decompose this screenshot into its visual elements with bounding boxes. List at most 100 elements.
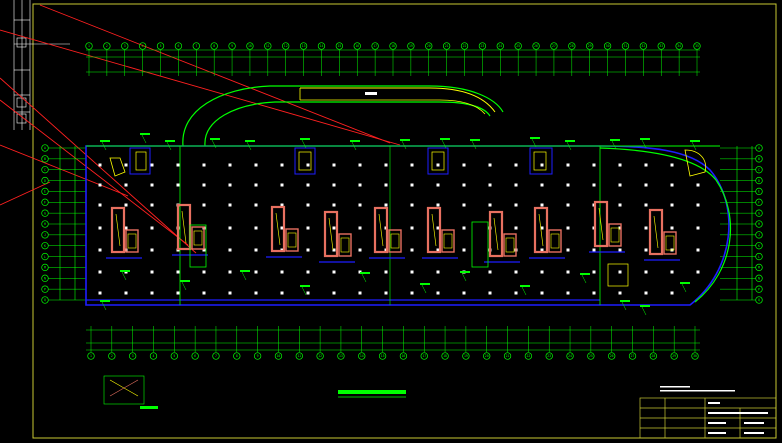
bottom-axis-bubble: 21 [503, 352, 512, 360]
bottom-axis-bubble: 19 [462, 352, 470, 360]
left-axis-bubble-label: J [44, 233, 46, 237]
column [696, 183, 700, 187]
column [202, 270, 206, 274]
left-axis-bubble: H [41, 220, 49, 228]
top-axis-bubble: 8 [210, 42, 218, 50]
bottom-axis-bubble: 7 [212, 352, 220, 360]
top-axis-bubble-label: 3 [124, 44, 126, 48]
right-axis-bubble: A [755, 144, 763, 152]
column [644, 291, 648, 295]
stair-core [422, 206, 458, 259]
column [462, 183, 466, 187]
left-axis-bubble: L [41, 252, 49, 261]
column [254, 226, 258, 230]
column [150, 163, 154, 167]
right-axis-bubble: G [755, 209, 763, 217]
right-axis-bubble: F [755, 198, 763, 206]
left-axis-bubble-label: C [44, 168, 46, 172]
bottom-axis-bubble: 11 [295, 352, 303, 360]
column [254, 248, 258, 252]
right-axis-bubble: L [755, 252, 763, 261]
column [280, 226, 284, 230]
bottom-axis-bubble-label: 24 [568, 354, 572, 358]
column [514, 270, 518, 274]
curved-ramp [182, 85, 504, 147]
top-axis-bubble-label: 24 [498, 44, 502, 48]
top-axis-bubble-label: 13 [302, 44, 306, 48]
bottom-axis-bubble-label: 20 [485, 354, 489, 358]
right-axis-bubble-label: K [758, 244, 760, 248]
annotation-tag [140, 133, 150, 144]
top-axis-bubble: 26 [532, 42, 540, 50]
top-axis-bubble: 6 [174, 42, 183, 50]
bottom-axis-bubble: 10 [274, 352, 283, 360]
column [254, 291, 258, 295]
bottom-axis-bubble-label: 12 [318, 354, 322, 358]
column [514, 183, 518, 187]
top-axis-bubble: 34 [675, 42, 683, 50]
annotation-tag [165, 140, 175, 151]
column [306, 248, 310, 252]
top-axis-bubble-label: 33 [659, 44, 663, 48]
bottom-axis-bubble: 9 [253, 352, 262, 360]
top-axis-bubble-label: 17 [373, 44, 377, 48]
right-axis-bubble-label: P [758, 287, 760, 291]
bottom-axis-bubble: 20 [483, 352, 491, 360]
right-axis-bubble-label: A [758, 146, 760, 150]
left-axis-bubble-label: E [44, 190, 46, 194]
bottom-axis-bubble: 24 [566, 352, 574, 360]
bottom-axis-bubble-label: 16 [401, 354, 405, 358]
annotation-tag [100, 300, 110, 311]
top-axis-bubble: 12 [282, 42, 290, 50]
column [124, 203, 128, 207]
top-axis-bubble-label: 23 [480, 44, 484, 48]
top-axis-bubble-label: 6 [177, 44, 179, 48]
annotation-tag [350, 140, 360, 151]
top-axis-bubble: 10 [246, 42, 254, 50]
bottom-axis-bubble: 22 [524, 352, 533, 360]
annotation-tag [360, 272, 370, 283]
column [514, 226, 518, 230]
top-axis-bubble-label: 32 [641, 44, 645, 48]
top-axis-bubble-label: 25 [516, 44, 520, 48]
top-axis-bubble: 35 [693, 42, 701, 50]
right-axis-bubble: M [755, 263, 763, 272]
top-axis-bubble: 15 [335, 42, 344, 50]
column [566, 183, 570, 187]
column [358, 203, 362, 207]
top-axis-bubble-label: 35 [695, 44, 699, 48]
stair-core [644, 208, 680, 261]
bottom-axis-bubble-label: 28 [651, 354, 655, 358]
annotation-tag [460, 271, 470, 282]
column [306, 270, 310, 274]
bottom-axis-bubble-label: 9 [257, 354, 259, 358]
column [670, 183, 674, 187]
bottom-axis-bubble: 23 [545, 352, 553, 360]
bottom-axis-bubble-label: 29 [672, 354, 676, 358]
top-axis-bubble: 18 [389, 42, 397, 50]
left-axis-bubble-label: B [44, 157, 46, 161]
column [150, 248, 154, 252]
drawing-frame [32, 3, 777, 439]
bottom-axis-bubble: 8 [233, 352, 241, 360]
top-axis-bubble: 13 [299, 42, 308, 50]
top-axis-bubble: 16 [353, 42, 361, 50]
left-axis-bubble-label: F [44, 200, 46, 204]
column [332, 226, 336, 230]
right-axis-bubble-label: B [758, 157, 760, 161]
left-axis-bubble: A [41, 144, 49, 152]
column [488, 183, 492, 187]
side-dimension-lines [59, 146, 753, 300]
top-axis-bubble: 28 [568, 42, 576, 50]
left-axis-bubble-label: K [44, 244, 46, 248]
top-axis-bubble-label: 14 [320, 44, 324, 48]
left-axis-bubble: M [41, 263, 49, 272]
column [618, 226, 622, 230]
top-axis-bubble-label: 34 [677, 44, 681, 48]
column [618, 248, 622, 252]
left-axis-bubble-label: P [44, 287, 46, 291]
bottom-axis-bubble-label: 18 [443, 354, 447, 358]
